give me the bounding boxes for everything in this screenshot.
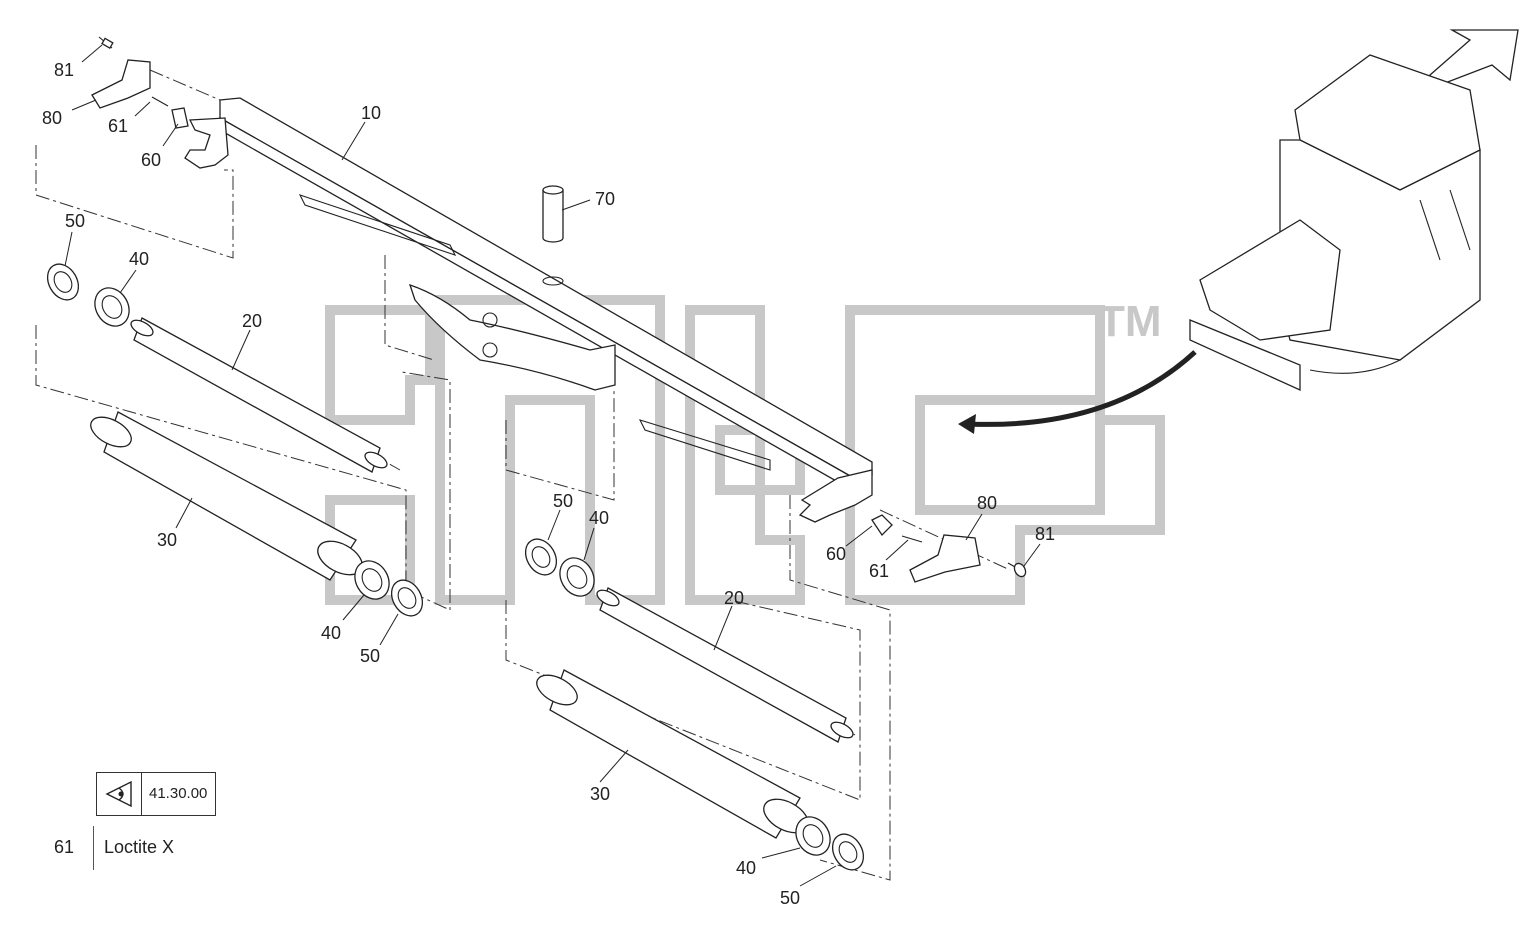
trademark-label: TM (1098, 297, 1162, 346)
callout-80: 80 (977, 493, 997, 513)
callout-40: 40 (321, 623, 341, 643)
reference-box: 41.30.00 (96, 772, 216, 816)
callout-20: 20 (724, 588, 744, 608)
plug-70 (542, 185, 564, 286)
callout-70: 70 (595, 189, 615, 209)
paver-machine-illustration (1189, 29, 1519, 392)
callout-labels: 81 80 61 60 10 70 50 40 20 30 40 50 50 4… (42, 60, 1055, 908)
watermark-logo: TM (325, 295, 1165, 605)
leader-lines (64, 44, 1041, 887)
callout-50: 50 (780, 888, 800, 908)
roller-30-right (536, 669, 809, 839)
beam-10 (184, 97, 873, 523)
shaft-20-right (596, 587, 854, 743)
callout-61: 61 (108, 116, 128, 136)
callout-40: 40 (736, 858, 756, 878)
callout-81: 81 (1035, 524, 1055, 544)
brackets-and-fasteners (91, 36, 1027, 583)
callout-80: 80 (42, 108, 62, 128)
callout-50: 50 (65, 211, 85, 231)
callout-50: 50 (360, 646, 380, 666)
reference-code: 41.30.00 (149, 785, 208, 802)
note-text: Loctite X (104, 837, 175, 857)
roller-30-left (90, 411, 363, 581)
location-arrow-head (958, 414, 976, 434)
location-arrow (967, 350, 1197, 427)
callout-60: 60 (141, 150, 161, 170)
callout-10: 10 (361, 103, 381, 123)
callout-20: 20 (242, 311, 262, 331)
eye-view-icon (97, 773, 142, 815)
bearings-and-seals (46, 263, 865, 871)
callout-50: 50 (553, 491, 573, 511)
note-divider (93, 826, 94, 870)
callout-60: 60 (826, 544, 846, 564)
callout-30: 30 (157, 530, 177, 550)
callout-61: 61 (869, 561, 889, 581)
callout-30: 30 (590, 784, 610, 804)
callout-40: 40 (589, 508, 609, 528)
note-item-number: 61 (54, 837, 75, 857)
callout-81: 81 (54, 60, 74, 80)
callout-40: 40 (129, 249, 149, 269)
shaft-20-left (130, 317, 388, 473)
